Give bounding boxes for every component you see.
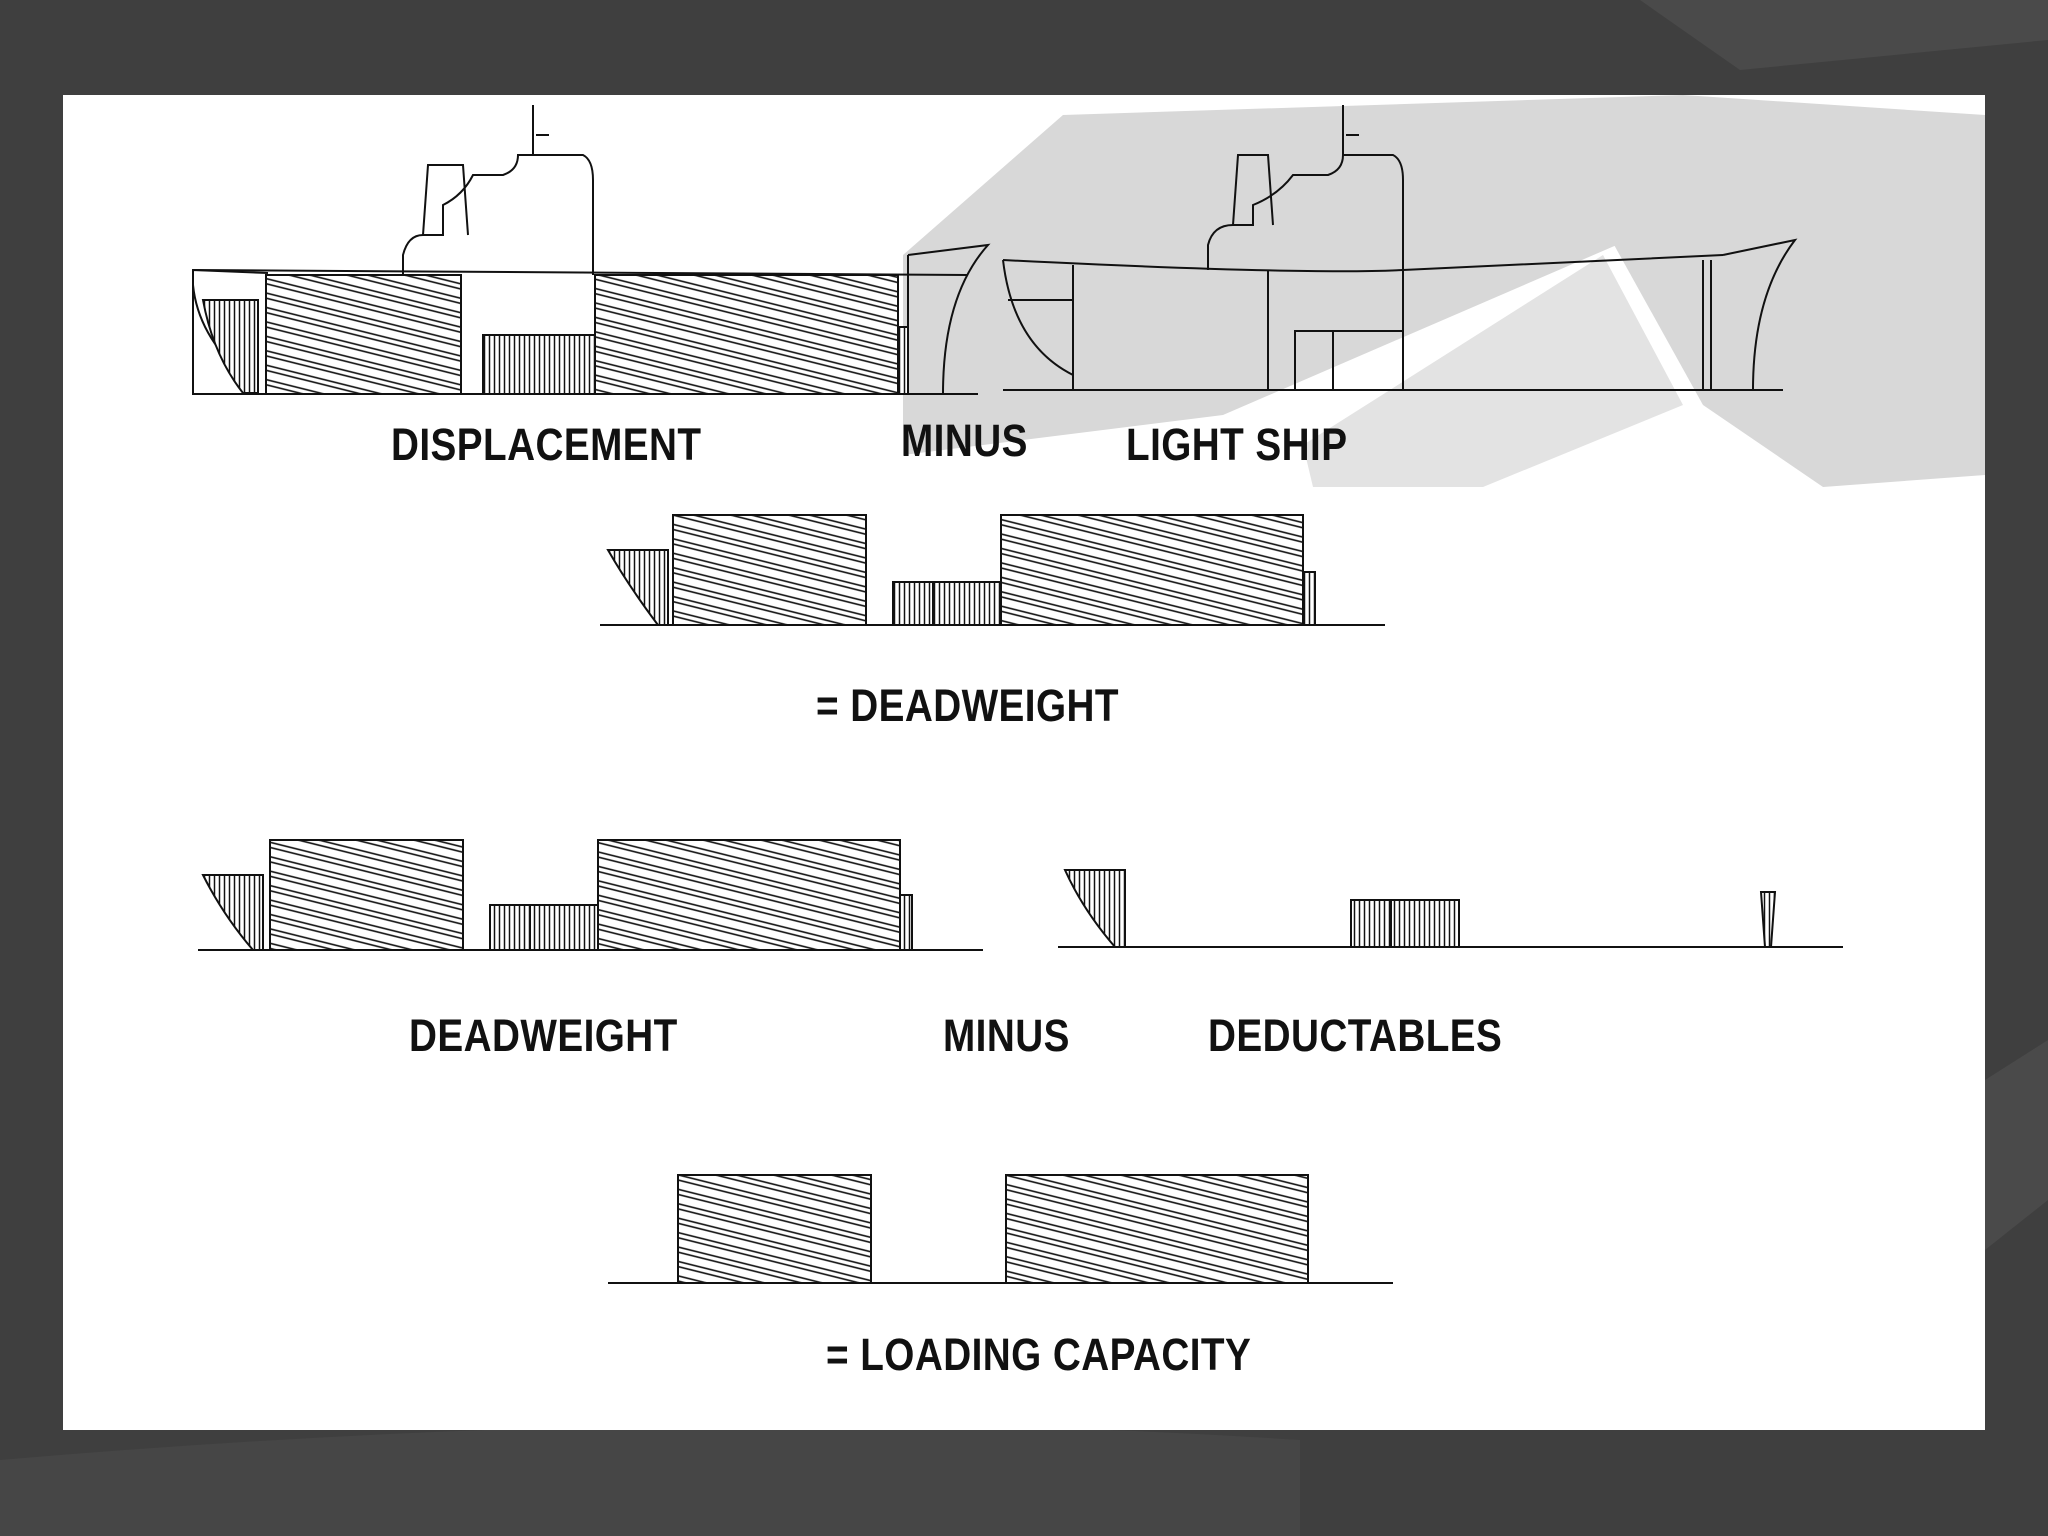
label-minus-1: MINUS (901, 415, 1028, 466)
label-light-ship: LIGHT SHIP (1126, 419, 1348, 470)
slide: DISPLACEMENT MINUS LIGHT SHIP = DEADWEIG… (63, 95, 1985, 1430)
deductables-drawing (1058, 869, 1843, 948)
label-minus-2: MINUS (943, 1010, 1070, 1061)
loading-capacity-drawing (608, 1174, 1393, 1284)
deadweight-drawing (198, 839, 983, 951)
displacement-ship-drawing (192, 105, 991, 395)
light-ship-drawing (1002, 105, 1798, 391)
watermark-shapes (903, 95, 1985, 487)
label-deductables: DEDUCTABLES (1208, 1010, 1503, 1061)
deadweight-result-drawing (600, 514, 1385, 626)
label-deadweight: DEADWEIGHT (409, 1010, 678, 1061)
label-equals-deadweight: = DEADWEIGHT (816, 680, 1119, 731)
label-equals-loading-capacity: = LOADING CAPACITY (826, 1329, 1252, 1380)
ship-diagram (192, 95, 1985, 1284)
label-displacement: DISPLACEMENT (391, 419, 702, 470)
